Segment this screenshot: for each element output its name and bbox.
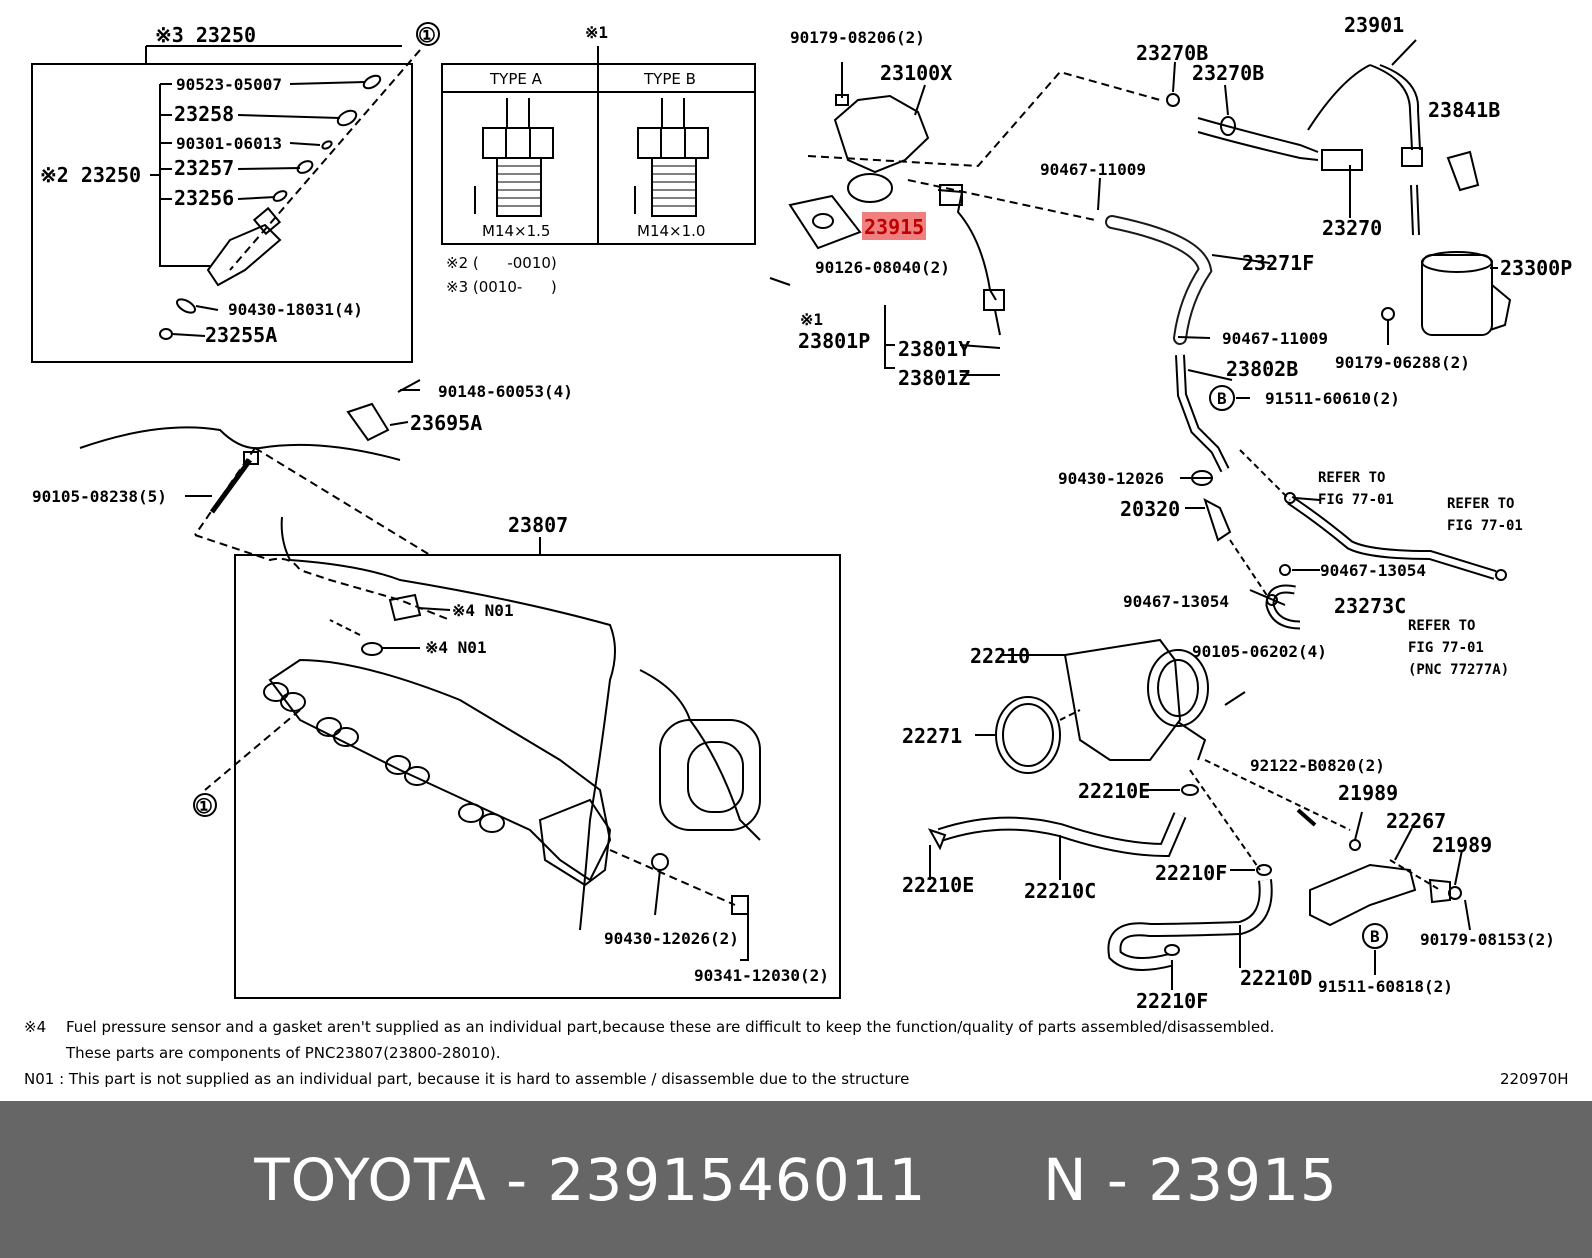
label-22210C: 22210C xyxy=(1024,879,1096,903)
label-22271: 22271 xyxy=(902,724,962,748)
label-90148: 90148-60053(4) xyxy=(438,382,573,401)
label-23802B: 23802B xyxy=(1226,357,1298,381)
label-90467-11009-a: 90467-11009 xyxy=(1040,160,1146,179)
label-90467-11009-b: 90467-11009 xyxy=(1222,329,1328,348)
label-refer1b: FIG 77-01 xyxy=(1318,492,1394,508)
label-90179-06288: 90179-06288(2) xyxy=(1335,353,1470,372)
label-23695A: 23695A xyxy=(410,411,482,435)
label-23270: 23270 xyxy=(1322,216,1382,240)
label-91511-60610: 91511-60610(2) xyxy=(1265,389,1400,408)
label-23256: 23256 xyxy=(174,186,234,210)
label-92122: 92122-B0820(2) xyxy=(1250,756,1385,775)
label-22210E-b: 22210E xyxy=(902,873,974,897)
label-90179-08153: 90179-08153(2) xyxy=(1420,930,1555,949)
label-22210E-a: 22210E xyxy=(1078,779,1150,803)
label-23257: 23257 xyxy=(174,156,234,180)
label-refer3b: FIG 77-01 xyxy=(1408,640,1484,656)
label-23841B: 23841B xyxy=(1428,98,1500,122)
label-23250-top: ※3 23250 xyxy=(155,23,256,47)
label-23250-side: ※2 23250 xyxy=(40,163,141,187)
note-n01: N01 : This part is not supplied as an in… xyxy=(24,1070,909,1088)
label-90179-08206: 90179-08206(2) xyxy=(790,28,925,47)
injector-group-box xyxy=(31,63,413,363)
label-90430-12026-b: 90430-12026(2) xyxy=(604,929,739,948)
fuel-rail-group-box xyxy=(234,554,841,999)
label-23801P: 23801P xyxy=(798,329,870,353)
label-90126: 90126-08040(2) xyxy=(815,258,950,277)
label-22210F-b: 22210F xyxy=(1136,989,1208,1013)
label-23801Y: 23801Y xyxy=(898,337,970,361)
note4-line1: Fuel pressure sensor and a gasket aren't… xyxy=(66,1018,1274,1036)
label-23258: 23258 xyxy=(174,102,234,126)
label-type-a: TYPE A xyxy=(489,70,543,88)
label-23271F: 23271F xyxy=(1242,251,1314,275)
label-23273C: 23273C xyxy=(1334,594,1406,618)
footnotes: ※4 Fuel pressure sensor and a gasket are… xyxy=(24,1018,1569,1088)
circle-b-label-a: B xyxy=(1217,389,1227,408)
circle-1-bottom-label: ① xyxy=(195,794,213,818)
label-23300P: 23300P xyxy=(1500,256,1572,280)
label-refer3c: (PNC 77277A) xyxy=(1408,662,1509,678)
label-refer2a: REFER TO xyxy=(1447,496,1514,512)
label-refer3a: REFER TO xyxy=(1408,618,1475,634)
footer-bar: TOYOTA - 2391546011 N - 23915 xyxy=(0,1101,1592,1258)
label-90430-12026-a: 90430-12026 xyxy=(1058,469,1164,488)
label-90467-13054-b: 90467-13054 xyxy=(1123,592,1229,611)
diagram-area: ※3 23250 ① 90523-05007 23258 90301-06013… xyxy=(24,13,1573,1088)
label-90467-13054-a: 90467-13054 xyxy=(1320,561,1426,580)
label-23807: 23807 xyxy=(508,513,568,537)
label-20320: 20320 xyxy=(1120,497,1180,521)
label-90523: 90523-05007 xyxy=(176,75,282,94)
label-21989-b: 21989 xyxy=(1432,833,1492,857)
label-90105-08238: 90105-08238(5) xyxy=(32,487,167,506)
label-22210D: 22210D xyxy=(1240,966,1312,990)
label-90105-06202: 90105-06202(4) xyxy=(1192,642,1327,661)
label-22210F-a: 22210F xyxy=(1155,861,1227,885)
note4-mark: ※4 xyxy=(24,1018,46,1036)
circle-b-label-b: B xyxy=(1370,927,1380,946)
label-23801Z: 23801Z xyxy=(898,366,970,390)
label-thread-a: M14×1.5 xyxy=(482,222,550,240)
label-23270B-a: 23270B xyxy=(1136,41,1208,65)
label-note-x2: ※2 ( -0010) xyxy=(446,254,557,272)
label-90430-18031: 90430-18031(4) xyxy=(228,300,363,319)
label-note-x1: ※1 xyxy=(585,23,608,42)
label-22267: 22267 xyxy=(1386,809,1446,833)
part-number-caption: TOYOTA - 2391546011 N - 23915 xyxy=(254,1145,1338,1214)
label-91511-60818: 91511-60818(2) xyxy=(1318,977,1453,996)
circle-1-top-label: ① xyxy=(418,23,436,47)
label-23100X: 23100X xyxy=(880,61,952,85)
label-23255A: 23255A xyxy=(205,323,277,347)
label-type-b: TYPE B xyxy=(643,70,696,88)
label-23270B-b: 23270B xyxy=(1192,61,1264,85)
label-refer2b: FIG 77-01 xyxy=(1447,518,1523,534)
note4-line2: These parts are components of PNC23807(2… xyxy=(65,1044,501,1062)
label-23901: 23901 xyxy=(1344,13,1404,37)
label-90301: 90301-06013 xyxy=(176,134,282,153)
label-21989-a: 21989 xyxy=(1338,781,1398,805)
label-note-x1b: ※1 xyxy=(800,310,823,329)
label-23915-highlighted: 23915 xyxy=(864,215,924,239)
label-n01-a: ※4 N01 xyxy=(452,601,514,620)
label-refer1a: REFER TO xyxy=(1318,470,1385,486)
exploded-parts-diagram: ※3 23250 ① 90523-05007 23258 90301-06013… xyxy=(24,13,1572,1088)
highlighted-part-box xyxy=(862,212,926,240)
label-n01-b: ※4 N01 xyxy=(425,638,487,657)
figure-code: 220970H xyxy=(1500,1070,1569,1088)
label-thread-b: M14×1.0 xyxy=(637,222,705,240)
label-note-x3: ※3 (0010- ) xyxy=(446,278,557,296)
label-22210: 22210 xyxy=(970,644,1030,668)
part-labels: ※3 23250 ① 90523-05007 23258 90301-06013… xyxy=(32,13,1572,1013)
label-90341: 90341-12030(2) xyxy=(694,966,829,985)
